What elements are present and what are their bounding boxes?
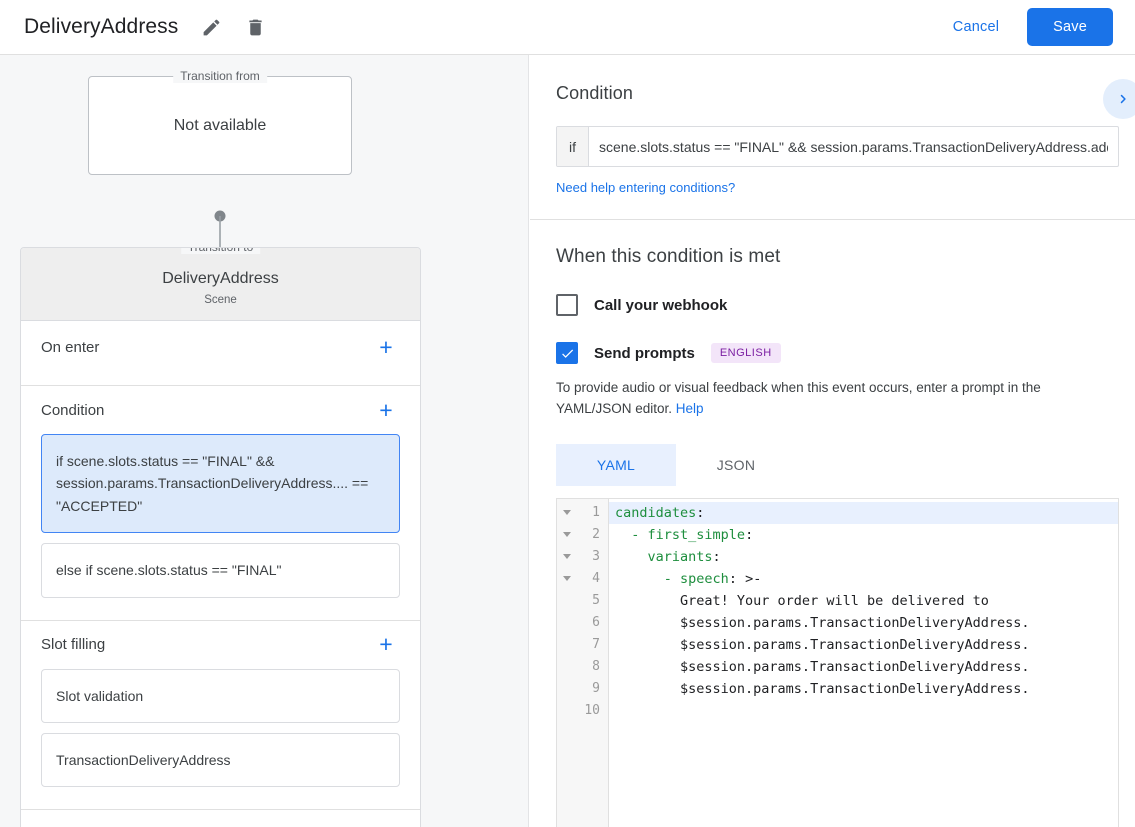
section-condition: Condition + if scene.slots.status == "FI… (21, 386, 420, 621)
scene-name: DeliveryAddress (162, 270, 279, 287)
code-line: candidates: (609, 501, 1118, 524)
line-number: 1 (592, 505, 600, 521)
code-line: - first_simple: (631, 526, 754, 543)
section-header-on-enter: On enter + (21, 321, 420, 373)
editor-code-area[interactable]: candidates: - first_simple: variants: - … (609, 499, 1118, 827)
transition-from-box: Transition from Not available (88, 69, 352, 175)
send-prompts-row: Send prompts ENGLISH (556, 342, 1109, 364)
gutter-line: 5 (557, 590, 608, 612)
cancel-button[interactable]: Cancel (939, 10, 1013, 44)
transition-from-value: Not available (173, 116, 267, 134)
line-number: 6 (592, 615, 600, 631)
condition-item-selected[interactable]: if scene.slots.status == "FINAL" && sess… (41, 434, 400, 534)
gutter-line: 2 (557, 524, 608, 546)
check-icon (561, 348, 573, 358)
transition-to-legend: Transition to (180, 248, 261, 254)
tab-yaml[interactable]: YAML (556, 443, 676, 486)
section-title-slot-filling: Slot filling (41, 636, 106, 654)
condition-item-else-if[interactable]: else if scene.slots.status == "FINAL" (41, 543, 400, 598)
topbar-actions: Cancel Save (939, 8, 1113, 46)
line-number: 9 (592, 681, 600, 697)
add-condition-button[interactable]: + (379, 396, 393, 423)
chevron-right-icon (1120, 94, 1126, 104)
section-on-enter: On enter + (21, 321, 420, 386)
code-line: $session.params.TransactionDeliveryAddre… (615, 614, 1030, 631)
gutter-line: 8 (557, 656, 608, 678)
slot-item-transaction-delivery-address[interactable]: TransactionDeliveryAddress (41, 732, 400, 788)
condition-help-link[interactable]: Need help entering conditions? (556, 180, 736, 195)
call-webhook-label: Call your webhook (594, 296, 728, 314)
gutter-line: 9 (557, 678, 608, 700)
section-header-custom-intent: Custom intent handling + (21, 810, 420, 827)
prompts-description-text: To provide audio or visual feedback when… (556, 380, 1041, 416)
save-button[interactable]: Save (1027, 8, 1113, 46)
gutter-line: 4 (557, 568, 608, 590)
fold-triangle-icon[interactable] (563, 510, 571, 516)
code-line: $session.params.TransactionDeliveryAddre… (615, 658, 1030, 675)
add-on-enter-button[interactable]: + (379, 333, 393, 360)
code-line: Great! Your order will be delivered to (615, 592, 989, 609)
language-badge: ENGLISH (710, 343, 781, 363)
line-number: 5 (592, 593, 600, 609)
send-prompts-checkbox[interactable] (556, 342, 578, 364)
editor-gutter: 1 2 3 4 5 6 7 8 9 10 (557, 498, 609, 827)
transition-from-legend: Transition from (173, 69, 267, 83)
add-slot-filling-button[interactable]: + (379, 631, 393, 658)
prompts-help-link[interactable]: Help (675, 400, 704, 416)
when-met-heading: When this condition is met (556, 246, 781, 267)
yaml-editor[interactable]: 1 2 3 4 5 6 7 8 9 10 candidates: - first_simple: … (556, 497, 1119, 827)
webhook-row: Call your webhook (556, 294, 1109, 316)
condition-editor-block: Condition if Need help entering conditio… (530, 55, 1135, 220)
trash-icon (249, 19, 262, 35)
fold-triangle-icon[interactable] (563, 554, 571, 560)
tab-json[interactable]: JSON (716, 456, 756, 473)
editor-format-tabs: YAML JSON (556, 443, 1109, 486)
condition-input-row: if (556, 126, 1119, 167)
condition-input[interactable] (589, 127, 1118, 166)
call-webhook-checkbox[interactable] (556, 294, 578, 316)
line-number: 10 (584, 703, 600, 719)
section-header-condition: Condition + (21, 386, 420, 434)
section-title-on-enter: On enter (41, 338, 100, 356)
gutter-line: 3 (557, 546, 608, 568)
code-line: $session.params.TransactionDeliveryAddre… (615, 636, 1030, 653)
gutter-line: 10 (557, 700, 608, 722)
condition-heading: Condition (556, 83, 633, 103)
section-header-slot-filling: Slot filling + (21, 621, 420, 669)
scene-header: Transition to DeliveryAddress Scene (21, 248, 420, 321)
code-line: $session.params.TransactionDeliveryAddre… (615, 680, 1030, 697)
line-number: 8 (592, 659, 600, 675)
gutter-line: 6 (557, 612, 608, 634)
top-bar: DeliveryAddress Cancel Save (0, 0, 1135, 55)
scene-card: Transition to DeliveryAddress Scene On e… (20, 247, 421, 827)
section-custom-intent-handling: Custom intent handling + (21, 810, 420, 827)
delete-icon[interactable] (238, 10, 272, 44)
edit-icon[interactable] (194, 10, 228, 44)
gutter-line: 1 (557, 502, 608, 524)
page-title: DeliveryAddress (24, 15, 179, 38)
line-number: 3 (592, 549, 600, 565)
add-custom-intent-button[interactable]: + (372, 822, 400, 827)
left-panel: Transition from Not available Transition… (0, 55, 529, 827)
code-line: variants: (647, 548, 721, 565)
line-number: 2 (592, 527, 600, 543)
pencil-icon (203, 19, 220, 35)
right-panel: Condition if Need help entering conditio… (530, 55, 1135, 827)
fold-triangle-icon[interactable] (563, 532, 571, 538)
gutter-line: 7 (557, 634, 608, 656)
section-title-condition: Condition (41, 401, 105, 419)
fold-triangle-icon[interactable] (563, 576, 571, 582)
if-label: if (557, 127, 589, 166)
line-number: 7 (592, 637, 600, 653)
when-condition-met-block: When this condition is met Call your web… (530, 220, 1135, 486)
slot-validation-item[interactable]: Slot validation (41, 668, 400, 723)
code-line (609, 700, 1118, 722)
line-number: 4 (592, 571, 600, 587)
expand-panel-button[interactable] (1103, 79, 1135, 119)
code-line: - speech: >- (663, 570, 762, 587)
scene-type: Scene (204, 294, 237, 306)
section-slot-filling: Slot filling + Slot validation Transacti… (21, 621, 420, 811)
prompts-description: To provide audio or visual feedback when… (556, 378, 1109, 420)
send-prompts-label: Send prompts (594, 344, 695, 362)
